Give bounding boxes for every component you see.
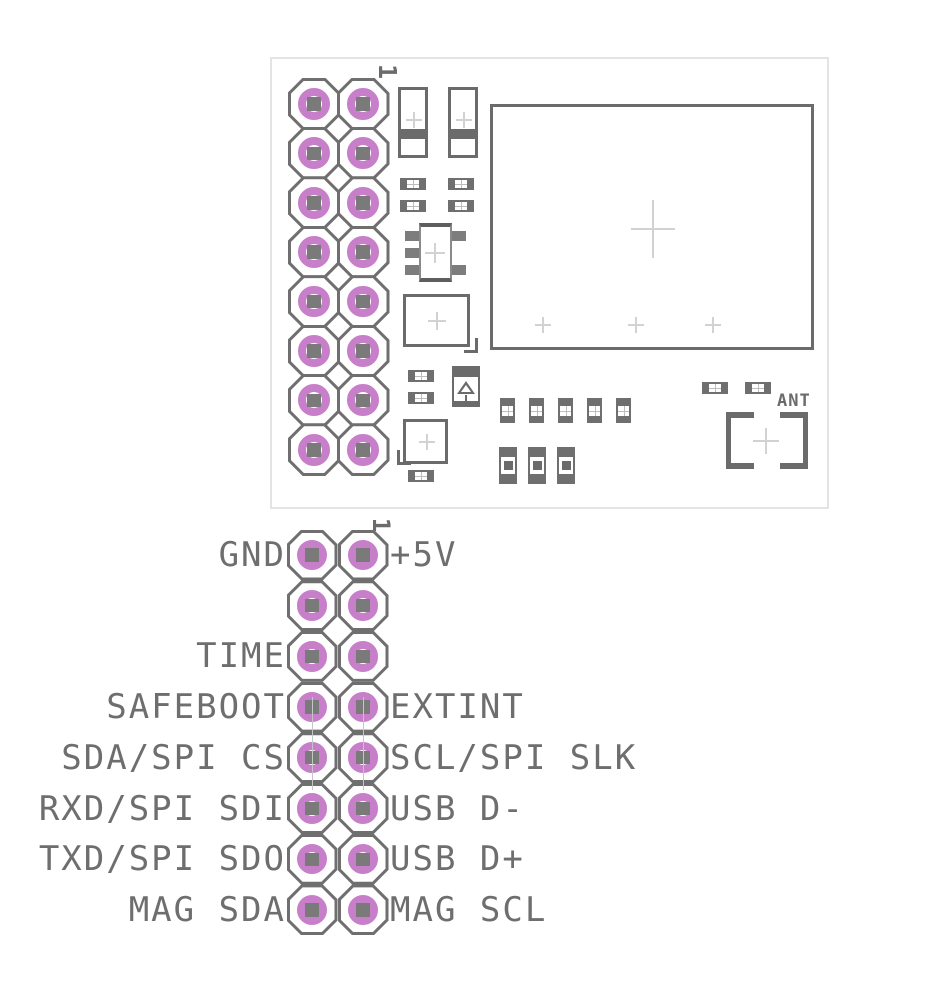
- fiducial-cross: [631, 200, 675, 258]
- diode-footprint: [452, 366, 480, 407]
- smd-footprint: [499, 447, 517, 484]
- pin-label-left: TIME: [196, 636, 286, 677]
- smd-pad: [745, 382, 771, 394]
- header-pin-pad: [337, 833, 389, 885]
- header-pin-pad: [336, 324, 390, 378]
- header-pin-pad: [336, 373, 390, 427]
- smd-pad: [616, 398, 631, 423]
- header-pin-pad: [286, 833, 338, 885]
- smd-pad: [500, 398, 515, 423]
- module-outline: [490, 104, 814, 350]
- pin-label-left: SAFEBOOT: [106, 687, 286, 728]
- smd-pad: [558, 398, 573, 423]
- pin-label-left: RXD/SPI SDI: [38, 788, 286, 829]
- header-pin-pad: [286, 884, 338, 936]
- fiducial-cross: [705, 317, 721, 333]
- header-pin-pad: [287, 176, 341, 230]
- capacitor-footprint: [448, 87, 478, 158]
- pin-label-right: SCL/SPI SLK: [390, 737, 638, 778]
- smd-pad: [408, 392, 434, 404]
- silkscreen-corner: [397, 462, 411, 465]
- ic-sot23-footprint: [405, 223, 466, 282]
- header-pin-pad: [286, 529, 338, 581]
- antenna-footprint: [726, 412, 731, 469]
- component-footprint: [403, 419, 448, 464]
- fiducial-cross: [535, 317, 551, 333]
- antenna-footprint: [780, 463, 808, 469]
- pin-label-right: EXTINT: [390, 687, 525, 728]
- header-pin-pad: [287, 324, 341, 378]
- fiducial-cross: [628, 317, 644, 333]
- pin-label-right: USB D+: [390, 839, 525, 880]
- smd-pad: [400, 200, 426, 212]
- header-pin-pad: [337, 580, 389, 632]
- silkscreen-corner: [397, 450, 400, 465]
- header-pin-pad: [337, 630, 389, 682]
- silkscreen-corner: [475, 338, 478, 353]
- pin-label-left: GND: [218, 535, 286, 575]
- header-pin-pad: [336, 225, 390, 279]
- header-pin-pad: [337, 732, 389, 784]
- smd-pad: [587, 398, 602, 423]
- fiducial-line: [363, 697, 364, 790]
- smd-pad: [408, 370, 434, 382]
- header-pin-pad: [287, 225, 341, 279]
- pin-label-left: SDA/SPI CS: [61, 737, 286, 778]
- antenna-footprint: [726, 463, 754, 469]
- header-pin-pad: [286, 630, 338, 682]
- crystal-footprint: [403, 294, 470, 347]
- header-pin-pad: [336, 126, 390, 180]
- silkscreen-corner: [464, 350, 478, 353]
- header-pin-pad: [336, 176, 390, 230]
- header-pin-pad: [287, 373, 341, 427]
- smd-footprint: [528, 447, 546, 484]
- pin-label-right: MAG SCL: [390, 889, 548, 930]
- header-pin-pad: [337, 783, 389, 834]
- header-pin-pad: [336, 77, 390, 131]
- antenna-footprint: [803, 412, 808, 469]
- smd-pad: [400, 178, 426, 190]
- header-pin-pad: [286, 580, 338, 632]
- capacitor-footprint: [398, 87, 428, 158]
- header-pin-pad: [287, 275, 341, 329]
- smd-pad: [702, 382, 728, 394]
- fiducial-line: [312, 697, 313, 790]
- antenna-footprint: [780, 412, 808, 418]
- smd-pad: [529, 398, 544, 423]
- header-pin-pad: [287, 77, 341, 131]
- fiducial-cross: [753, 428, 779, 454]
- header-pin-pad: [287, 423, 341, 477]
- header-pin-pad: [287, 126, 341, 180]
- smd-pad: [408, 470, 434, 482]
- smd-pad: [448, 200, 474, 212]
- header-pin-pad: [337, 884, 389, 936]
- antenna-label: ANT: [777, 391, 811, 411]
- pin-label-left: MAG SDA: [128, 889, 286, 930]
- header-pin-pad: [336, 423, 390, 477]
- smd-pad: [448, 178, 474, 190]
- header-pin-pad: [286, 783, 338, 834]
- pin-label-right: USB D-: [390, 788, 525, 829]
- header-pin-pad: [336, 275, 390, 329]
- smd-footprint: [557, 447, 575, 484]
- antenna-footprint: [726, 412, 754, 418]
- pin-label-right: +5V: [390, 535, 458, 575]
- pin-label-left: TXD/SPI SDO: [38, 839, 286, 880]
- header-pin-pad: [337, 529, 389, 581]
